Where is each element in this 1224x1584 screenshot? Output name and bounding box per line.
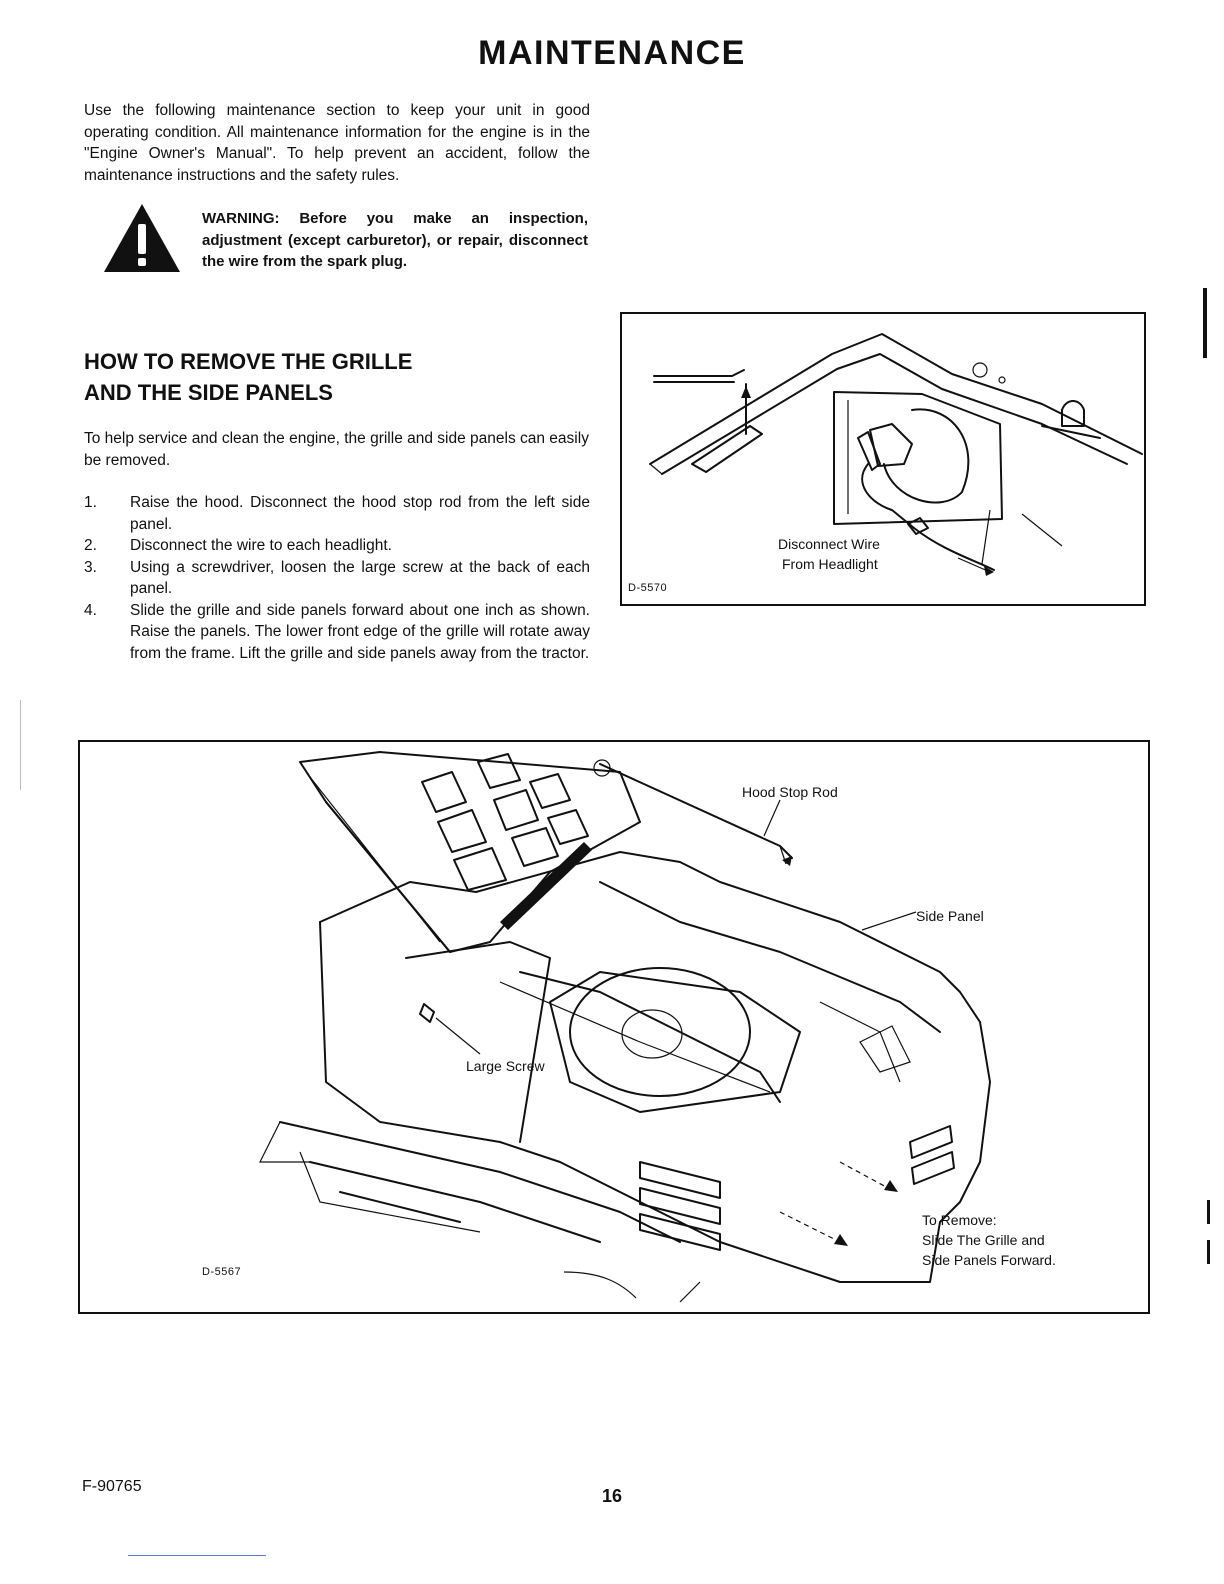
remove-label-line-2: Slide The Grille and bbox=[922, 1232, 1045, 1248]
side-panel-label: Side Panel bbox=[916, 908, 984, 924]
step-number: 2. bbox=[84, 537, 97, 554]
grille-figure-id: D-5567 bbox=[202, 1266, 242, 1278]
steps-list: 1. Raise the hood. Disconnect the hood st… bbox=[84, 492, 590, 664]
headlight-illustration bbox=[649, 333, 1143, 576]
document-code: F-90765 bbox=[82, 1478, 142, 1495]
step-text: Using a screwdriver, loosen the large sc… bbox=[130, 558, 590, 598]
warning-text: WARNING: Before you make an inspection, … bbox=[202, 210, 588, 270]
headlight-figure: Disconnect Wire From Headlight D-5570 bbox=[620, 312, 1146, 606]
step-item: 1. Raise the hood. Disconnect the hood st… bbox=[84, 492, 590, 535]
scan-mark bbox=[1207, 1240, 1210, 1264]
tractor-grille-illustration bbox=[259, 751, 991, 1303]
step-text: Disconnect the wire to each headlight. bbox=[130, 537, 392, 554]
step-number: 3. bbox=[84, 558, 97, 576]
hood-stop-rod-label: Hood Stop Rod bbox=[742, 784, 838, 800]
section-heading-line-1: HOW TO REMOVE THE GRILLE bbox=[84, 349, 413, 374]
section-heading: HOW TO REMOVE THE GRILLE AND THE SIDE PA… bbox=[84, 346, 412, 408]
scan-mark bbox=[1203, 288, 1207, 358]
step-item: 2. Disconnect the wire to each headlight. bbox=[84, 535, 590, 557]
step-text: Slide the grille and side panels forward… bbox=[130, 601, 590, 662]
step-number: 1. bbox=[84, 494, 97, 511]
headlight-figure-id: D-5570 bbox=[628, 582, 668, 594]
warning-triangle-icon bbox=[104, 204, 180, 272]
scan-mark bbox=[1207, 1200, 1210, 1224]
remove-label-line-1: To Remove: bbox=[922, 1212, 997, 1228]
page-title: MAINTENANCE bbox=[478, 34, 746, 72]
section-intro: To help service and clean the engine, th… bbox=[84, 430, 589, 469]
step-item: 3. Using a screwdriver, loosen the large … bbox=[84, 557, 590, 600]
large-screw-label: Large Screw bbox=[466, 1058, 545, 1074]
headlight-label-line-2: From Headlight bbox=[782, 556, 878, 572]
step-text: Raise the hood. Disconnect the hood stop… bbox=[130, 494, 590, 533]
remove-label-line-3: Side Panels Forward. bbox=[922, 1252, 1056, 1268]
step-item: 4. Slide the grille and side panels forwa… bbox=[84, 600, 590, 665]
headlight-label-line-1: Disconnect Wire bbox=[778, 536, 880, 552]
intro-paragraph: Use the following maintenance section to… bbox=[84, 102, 590, 184]
page-number: 16 bbox=[601, 1486, 623, 1506]
grille-panel-figure: Hood Stop Rod Side Panel Large Screw To … bbox=[78, 740, 1150, 1314]
step-number: 4. bbox=[84, 601, 97, 619]
scan-mark bbox=[20, 700, 21, 790]
section-heading-line-2: AND THE SIDE PANELS bbox=[84, 380, 333, 405]
bottom-rule bbox=[128, 1555, 266, 1556]
